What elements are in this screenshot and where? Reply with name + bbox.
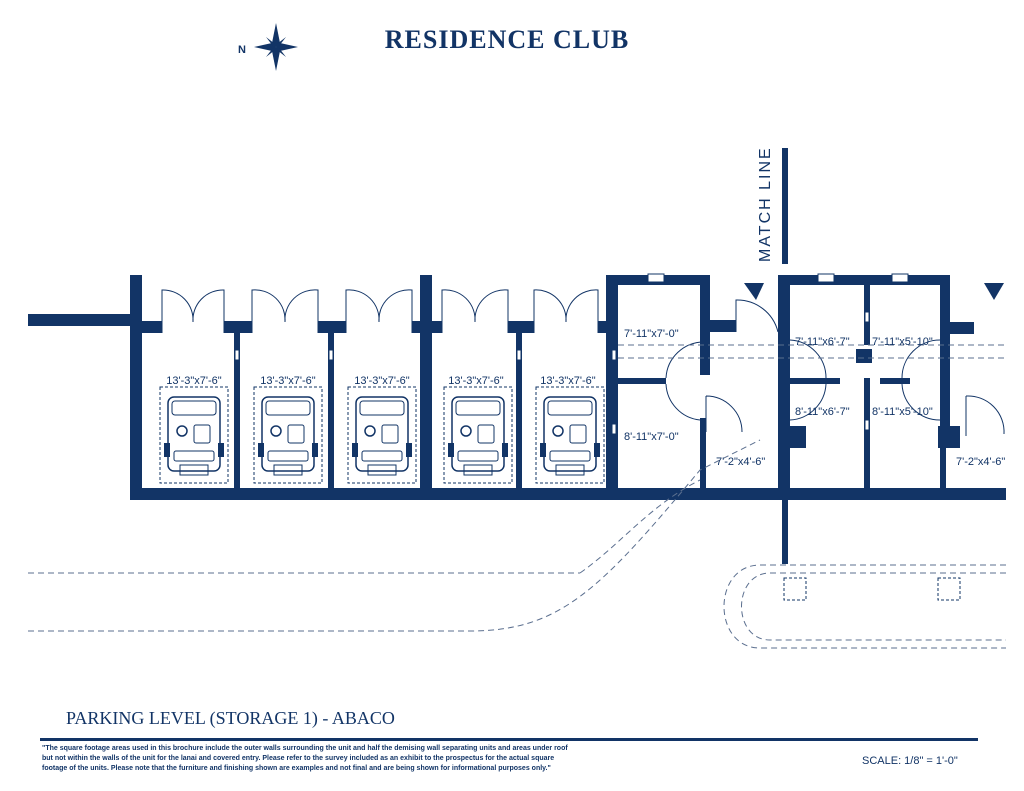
- vents: [234, 273, 909, 435]
- page-title: RESIDENCE CLUB: [385, 25, 629, 54]
- golf-cart-icon: [347, 386, 417, 484]
- storage-room-6-dims: 8'-11"x6'-7": [795, 406, 850, 418]
- match-line-label: MATCH LINE: [757, 146, 774, 262]
- storage-room-labels: 7'-11"x7'-0" 8'-11"x7'-0" 7'-2"x4'-6" 7'…: [624, 328, 1005, 468]
- driveway-outlines: [28, 344, 1006, 649]
- storage-room-8-dims: 7'-2"x4'-6": [956, 456, 1005, 468]
- garage-unit-2-dims: 13'-3"x7'-6": [260, 375, 316, 387]
- garage-unit-3-dims: 13'-3"x7'-6": [354, 375, 410, 387]
- golf-cart-icon: [253, 386, 323, 484]
- disclaimer-line-1: "The square footage areas used in this b…: [42, 745, 568, 752]
- storage-room-1-dims: 7'-11"x7'-0": [624, 328, 679, 340]
- golf-cart-icon: [159, 386, 229, 484]
- golf-cart-icon: [535, 386, 605, 484]
- storage-room-4-dims: 7'-11"x6'-7": [795, 336, 850, 348]
- match-line: MATCH LINE: [757, 146, 788, 564]
- garage-unit-4-dims: 13'-3"x7'-6": [448, 375, 504, 387]
- storage-room-3-dims: 7'-2"x4'-6": [716, 456, 765, 468]
- footer-divider: [40, 738, 978, 741]
- compass: N: [238, 23, 298, 71]
- floor-name: PARKING LEVEL (STORAGE 1) - ABACO: [66, 708, 395, 729]
- walls: [28, 275, 1006, 500]
- doors: [161, 283, 1005, 436]
- storage-room-5-dims: 7'-11"x5'-10": [872, 336, 933, 348]
- garage-unit-labels: 13'-3"x7'-6" 13'-3"x7'-6" 13'-3"x7'-6" 1…: [166, 375, 596, 387]
- garage-unit-5-dims: 13'-3"x7'-6": [540, 375, 596, 387]
- compass-icon: [254, 23, 298, 71]
- disclaimer-line-2: but not within the walls of the unit for…: [42, 755, 554, 762]
- garage-unit-1-dims: 13'-3"x7'-6": [166, 375, 222, 387]
- golf-cart-icon: [443, 386, 513, 484]
- storage-room-2-dims: 8'-11"x7'-0": [624, 431, 679, 443]
- disclaimer-line-3: footage of the units. Please note that t…: [42, 765, 551, 772]
- golf-carts: [159, 386, 605, 484]
- disclaimer: "The square footage areas used in this b…: [42, 745, 568, 772]
- scale-note: SCALE: 1/8" = 1'-0": [862, 755, 958, 767]
- compass-north-label: N: [238, 44, 246, 56]
- storage-room-7-dims: 8'-11"x5'-10": [872, 406, 933, 418]
